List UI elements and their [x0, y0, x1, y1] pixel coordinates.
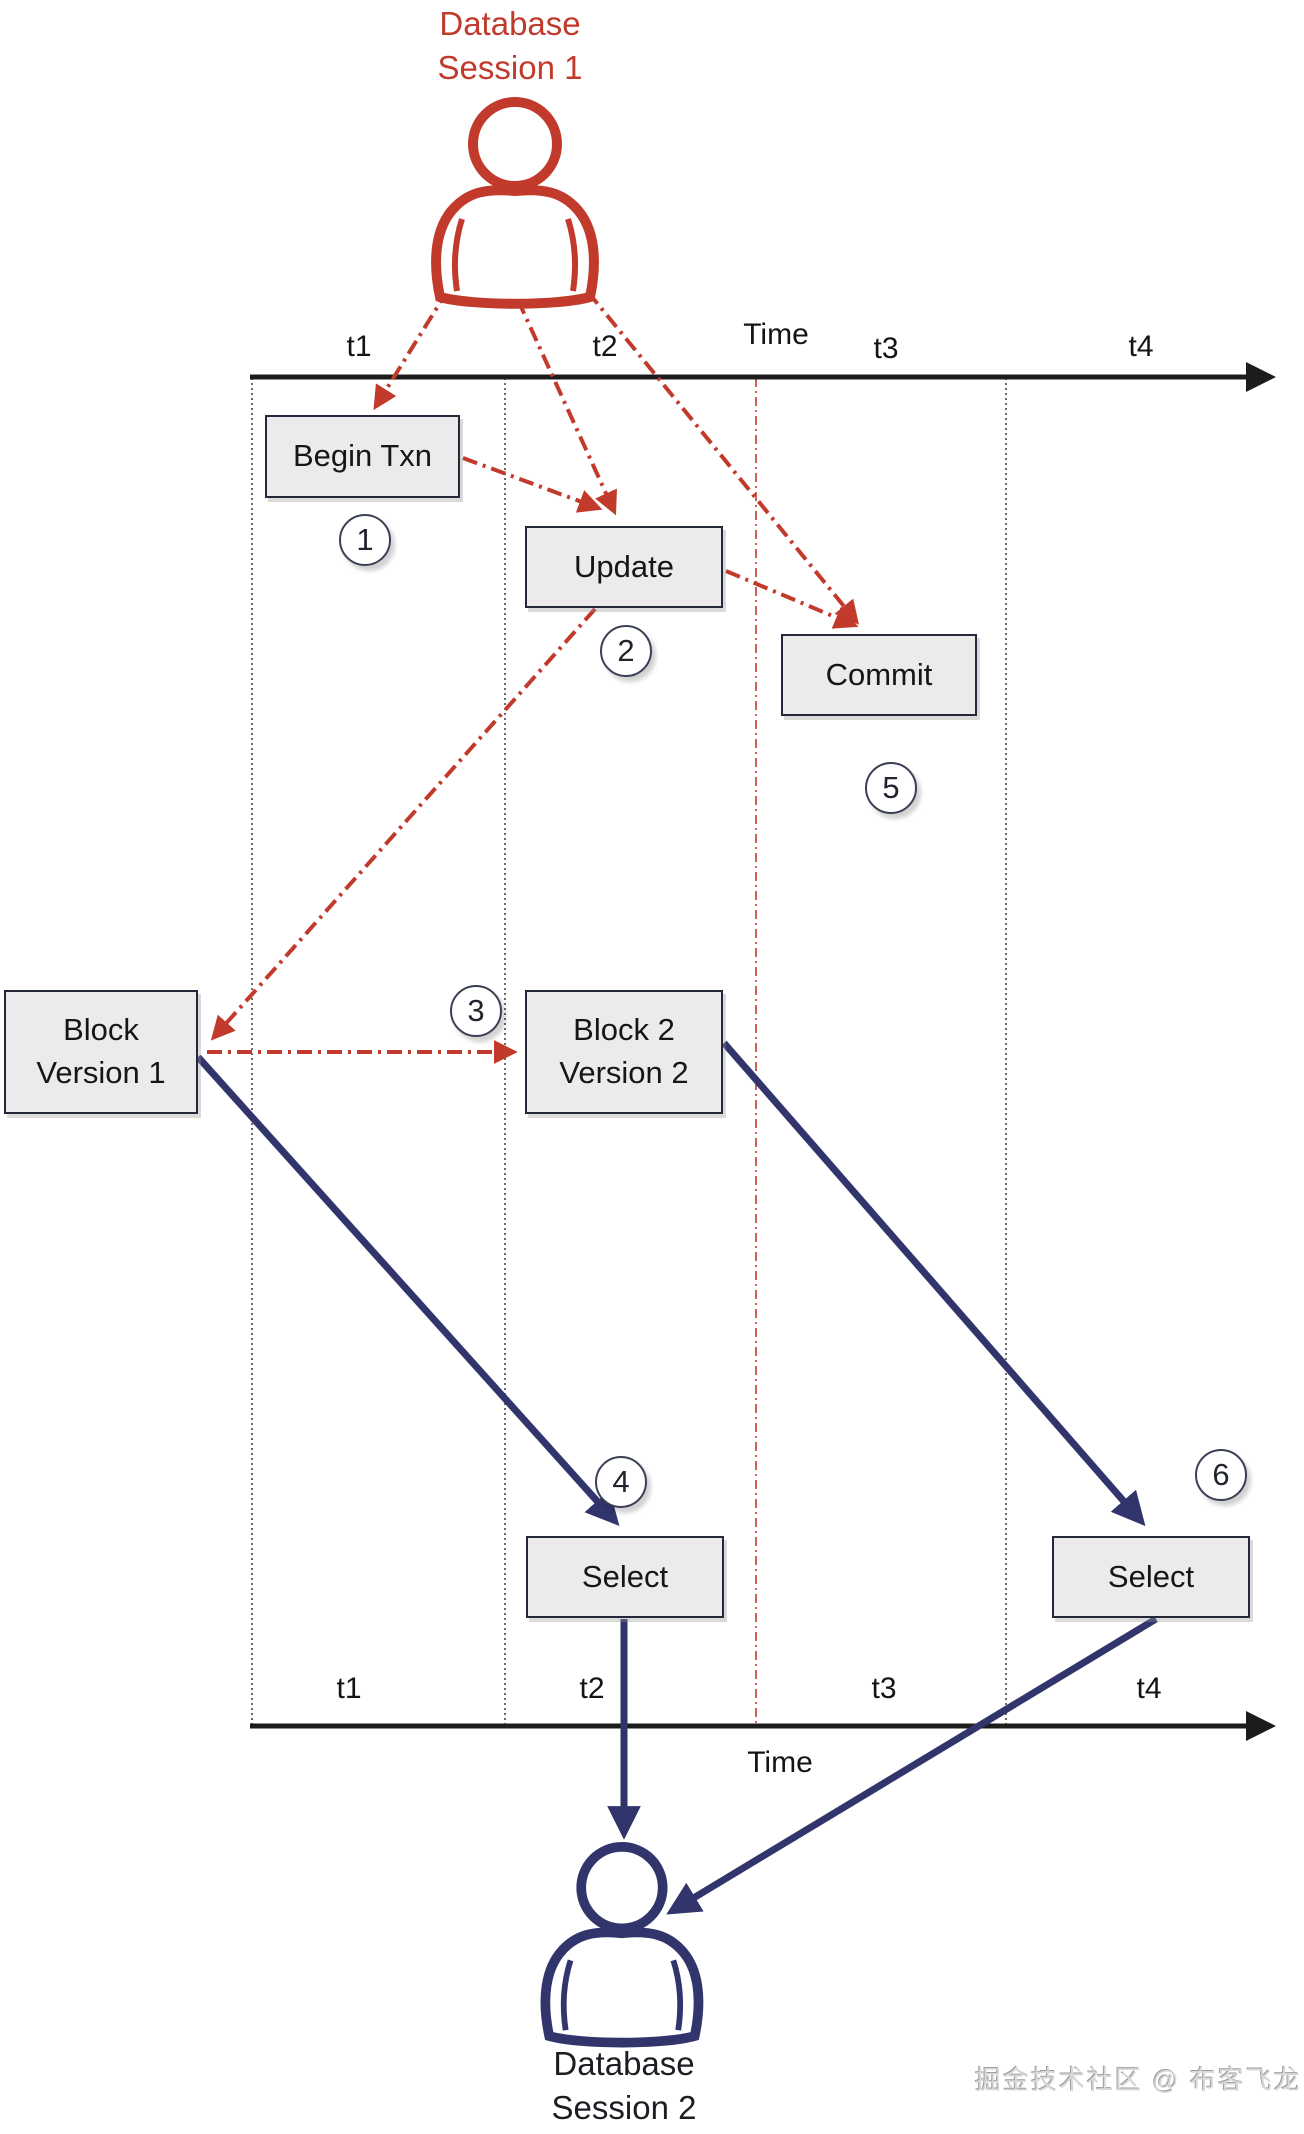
session1-title-line1: Database: [439, 5, 581, 42]
session1-arrows: [207, 288, 860, 1064]
arrow-session1-to-commit: [586, 290, 860, 625]
block-version1-line1: Block: [63, 1012, 139, 1048]
session2-arrows: [195, 1040, 1158, 1915]
top-axis-label: Time: [743, 318, 809, 351]
step-6-badge: 6: [1195, 1449, 1247, 1501]
session1-title-line2: Session 1: [437, 48, 583, 86]
begin-txn-label: Begin Txn: [292, 438, 432, 474]
bottom-tick-t4: t4: [1136, 1672, 1162, 1705]
bottom-tick-t2: t2: [579, 1672, 605, 1705]
arrow-begin-txn-to-update: [462, 456, 603, 513]
step-2-badge: 2: [600, 625, 652, 677]
select-t2-label: Select: [581, 1558, 669, 1594]
step-2-number: 2: [617, 633, 635, 668]
select-t4-box: Select: [1052, 1536, 1250, 1618]
session1-title: Database Session 1: [438, 2, 583, 89]
block-version2-line1: Block 2: [573, 1012, 675, 1048]
arrow-select-t4-to-session2: [666, 1616, 1158, 1915]
step-3-badge: 3: [450, 985, 502, 1037]
arrow-block-v2-to-select-t4: [721, 1040, 1146, 1527]
top-tick-t1: t1: [346, 330, 372, 363]
select-t2-box: Select: [526, 1536, 724, 1618]
update-box: Update: [525, 526, 723, 608]
step-3-number: 3: [467, 993, 485, 1028]
arrow-update-to-commit: [725, 569, 859, 629]
bottom-axis-label: Time: [747, 1746, 813, 1779]
arrow-session1-to-begin-txn: [373, 288, 450, 411]
arrow-block-v1-to-select-t2: [195, 1054, 620, 1526]
update-label: Update: [574, 548, 674, 584]
step-4-badge: 4: [595, 1456, 647, 1508]
arrow-update-to-block-v1: [210, 607, 597, 1041]
top-tick-t2: t2: [592, 330, 618, 363]
step-4-number: 4: [612, 1464, 630, 1499]
user-icon-session2: [545, 1847, 698, 2043]
step-6-number: 6: [1212, 1457, 1230, 1492]
bottom-tick-t1: t1: [336, 1672, 362, 1705]
commit-box: Commit: [781, 634, 977, 716]
begin-txn-box: Begin Txn: [265, 415, 460, 498]
commit-label: Commit: [825, 656, 933, 692]
select-t4-label: Select: [1107, 1558, 1195, 1594]
step-5-number: 5: [882, 770, 900, 805]
step-5-badge: 5: [865, 762, 917, 814]
bottom-tick-t3: t3: [871, 1672, 897, 1705]
session2-title-line1: Database: [553, 2045, 695, 2082]
user-icon-session1: [436, 102, 594, 304]
watermark: 掘金技术社区 @ 布客飞龙: [975, 2065, 1302, 2095]
arrow-session1-to-update: [516, 299, 617, 516]
step-1-number: 1: [356, 522, 374, 557]
step-1-badge: 1: [339, 514, 391, 566]
block-version1-line2: Version 1: [36, 1055, 166, 1090]
session2-title: Database Session 2: [552, 2042, 697, 2129]
column-separators: [251, 378, 1007, 1724]
block-version1-box: Block Version 1: [4, 990, 198, 1114]
block-version2-box: Block 2 Version 2: [525, 990, 723, 1114]
top-tick-t3: t3: [873, 332, 899, 365]
top-tick-t4: t4: [1128, 330, 1154, 363]
block-version2-line2: Version 2: [559, 1055, 689, 1090]
session2-title-line2: Session 2: [551, 2088, 697, 2126]
